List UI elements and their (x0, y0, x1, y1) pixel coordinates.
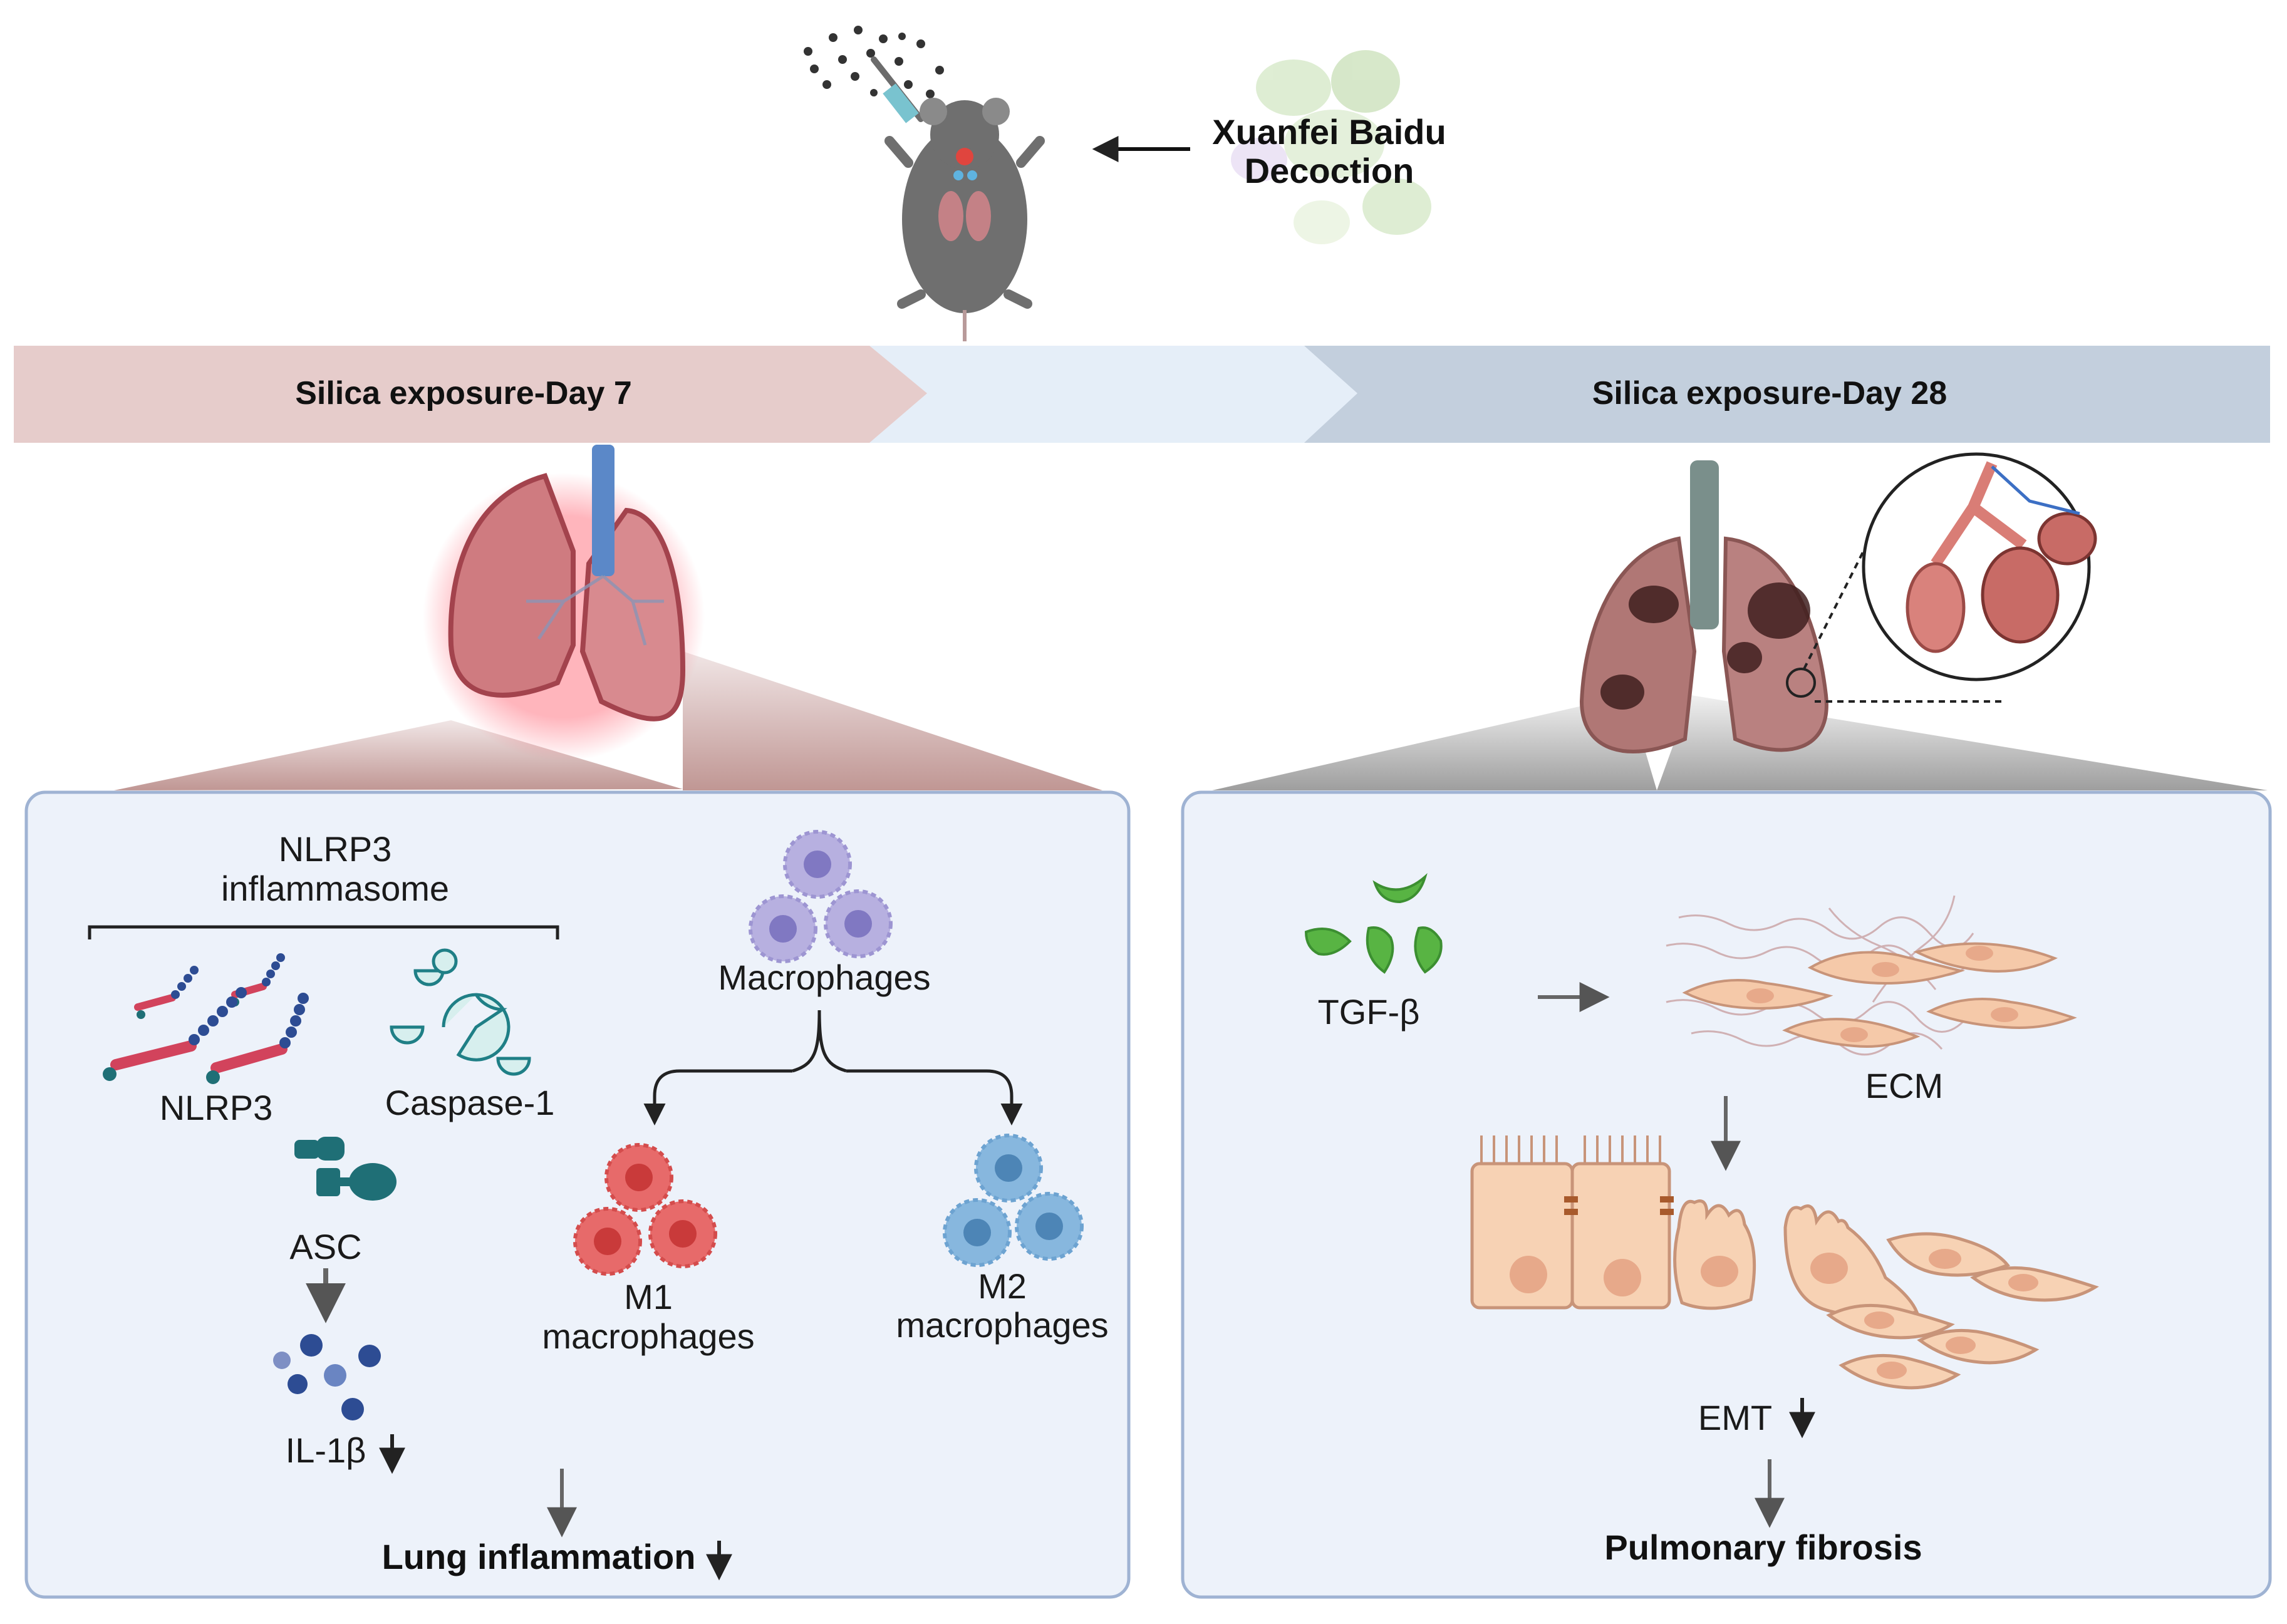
treatment-label-line1: Xuanfei Baidu (1212, 112, 1446, 152)
day28-label: Silica exposure-Day 28 (1592, 375, 1947, 411)
m2-label-line1: M2 (978, 1266, 1027, 1306)
tgf-beta-icon (1304, 873, 1443, 974)
polarization-branch (643, 1010, 1023, 1125)
treatment-label-line2: Decoction (1245, 151, 1414, 190)
zoom-cone-right (1212, 695, 1657, 790)
nlrp3-label: NLRP3 (160, 1088, 273, 1127)
macrophages-label: Macrophages (718, 958, 930, 997)
syringe-icon (871, 56, 924, 123)
pulmonary-fibrosis-label: Pulmonary fibrosis (1604, 1528, 1922, 1567)
il-1b-label: IL-1β (286, 1430, 366, 1470)
right-panel (1181, 790, 2272, 1599)
day7-label: Silica exposure-Day 7 (295, 375, 632, 411)
m2-label-line2: macrophages (896, 1305, 1108, 1345)
timeline-segment-day28 (1304, 346, 2270, 443)
macrophages-icon (749, 830, 893, 963)
inflamed-lung-illustration (423, 445, 705, 761)
zoom-cone-left (114, 720, 683, 790)
silica-particles (804, 26, 944, 98)
alveoli-zoom-illustration (1862, 452, 2097, 681)
m1-label-line1: M1 (624, 1277, 673, 1316)
asc-icon (294, 1137, 397, 1201)
mouse-icon (884, 98, 1045, 341)
timeline-segment-day7 (14, 346, 927, 443)
ecm-label: ECM (1865, 1066, 1943, 1105)
left-panel (24, 790, 1131, 1599)
zoom-lines (1803, 525, 2001, 703)
herbs-illustration (1231, 50, 1431, 244)
m1-label-line2: macrophages (542, 1316, 754, 1356)
nlrp3-header-line1: NLRP3 (279, 829, 392, 869)
m1-macrophages-icon (573, 1143, 717, 1276)
nlrp3-protein-icon (103, 953, 309, 1084)
timeline-band (14, 346, 2270, 443)
nlrp3-header-line2: inflammasome (221, 869, 449, 908)
lung-inflammation-label: Lung inflammation (382, 1537, 696, 1576)
m2-macrophages-icon (943, 1134, 1084, 1267)
emt-cells-illustration (1470, 1135, 2099, 1390)
tgf-beta-label: TGF-β (1318, 992, 1420, 1032)
nlrp3-bracket (88, 925, 559, 939)
caspase-1-label: Caspase-1 (385, 1083, 555, 1122)
timeline-segment-middle (864, 346, 1372, 443)
zoom-cone-left-2 (683, 651, 1102, 790)
caspase-1-icon (390, 948, 531, 1076)
asc-label: ASC (289, 1227, 361, 1266)
il-1b-molecules-icon (273, 1334, 381, 1420)
emt-label: EMT (1698, 1398, 1772, 1437)
ecm-fibroblast-illustration (1666, 895, 2077, 1056)
fibrotic-lung-illustration (1579, 460, 1828, 753)
